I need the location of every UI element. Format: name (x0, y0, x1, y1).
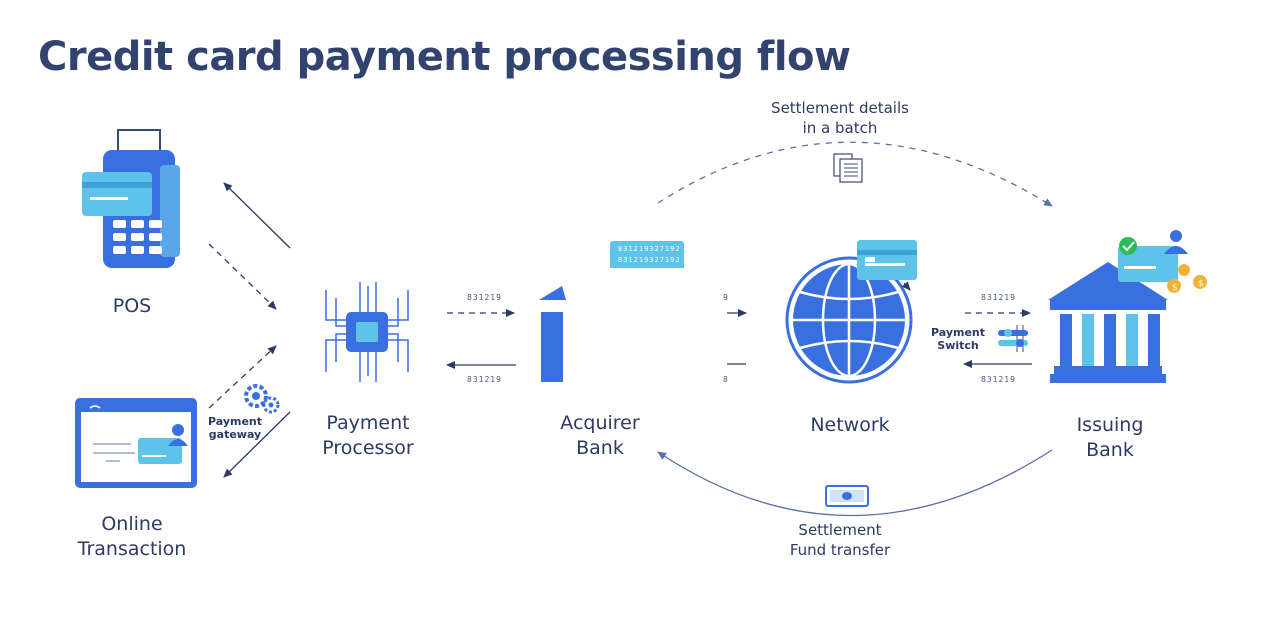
page-title: Credit card payment processing flow (38, 34, 851, 80)
banknote-icon (825, 485, 869, 507)
code-processor-bottom: 831219 (467, 375, 502, 384)
code-issuing-top: 831219 (981, 293, 1016, 302)
label-pos: POS (112, 295, 152, 317)
arrow-online-to-processor (208, 345, 277, 409)
browser-window-icon (75, 398, 197, 488)
label-settlement-fund: Settlement Fund transfer (789, 521, 891, 559)
code-acquirer-top: 9 (723, 293, 729, 302)
coin-icon: $ $ (1167, 264, 1207, 293)
label-network: Network (810, 414, 890, 436)
code-acquirer-bottom: 8 (723, 375, 729, 384)
bank-building-icon (1048, 246, 1178, 383)
bank-building-icon (539, 241, 722, 386)
arrow-settlement-details (657, 141, 1053, 207)
label-payment-gateway: Payment gateway (207, 415, 263, 441)
chip-icon (325, 282, 409, 382)
document-stack-icon (833, 153, 863, 183)
code-card-line1: 831219327192 (618, 245, 681, 253)
globe-icon (785, 240, 917, 384)
label-payment-processor: Payment Processor (322, 412, 414, 459)
switch-icon (998, 325, 1028, 352)
code-processor-top: 831219 (467, 293, 502, 302)
code-card-line2: 831219327192 (618, 256, 681, 264)
pos-terminal-icon (82, 129, 180, 268)
svg-text:$: $ (1198, 279, 1204, 289)
label-online-transaction: Online Transaction (77, 513, 187, 560)
arrow-processor-to-pos (223, 182, 291, 249)
checkmark-icon (1119, 237, 1137, 255)
label-payment-switch: Payment Switch (930, 326, 986, 352)
arrow-settlement-fund (657, 449, 1053, 517)
gears-icon (244, 384, 280, 414)
svg-text:$: $ (1172, 283, 1178, 293)
arrow-processor-to-online (223, 411, 291, 478)
label-settlement-details: Settlement details in a batch (771, 99, 909, 137)
label-issuing-bank: Issuing Bank (1076, 414, 1144, 461)
arrow-pos-to-processor (208, 243, 277, 310)
code-issuing-bottom: 831219 (981, 375, 1016, 384)
user-icon (1164, 230, 1188, 254)
label-acquirer-bank: Acquirer Bank (560, 412, 640, 459)
